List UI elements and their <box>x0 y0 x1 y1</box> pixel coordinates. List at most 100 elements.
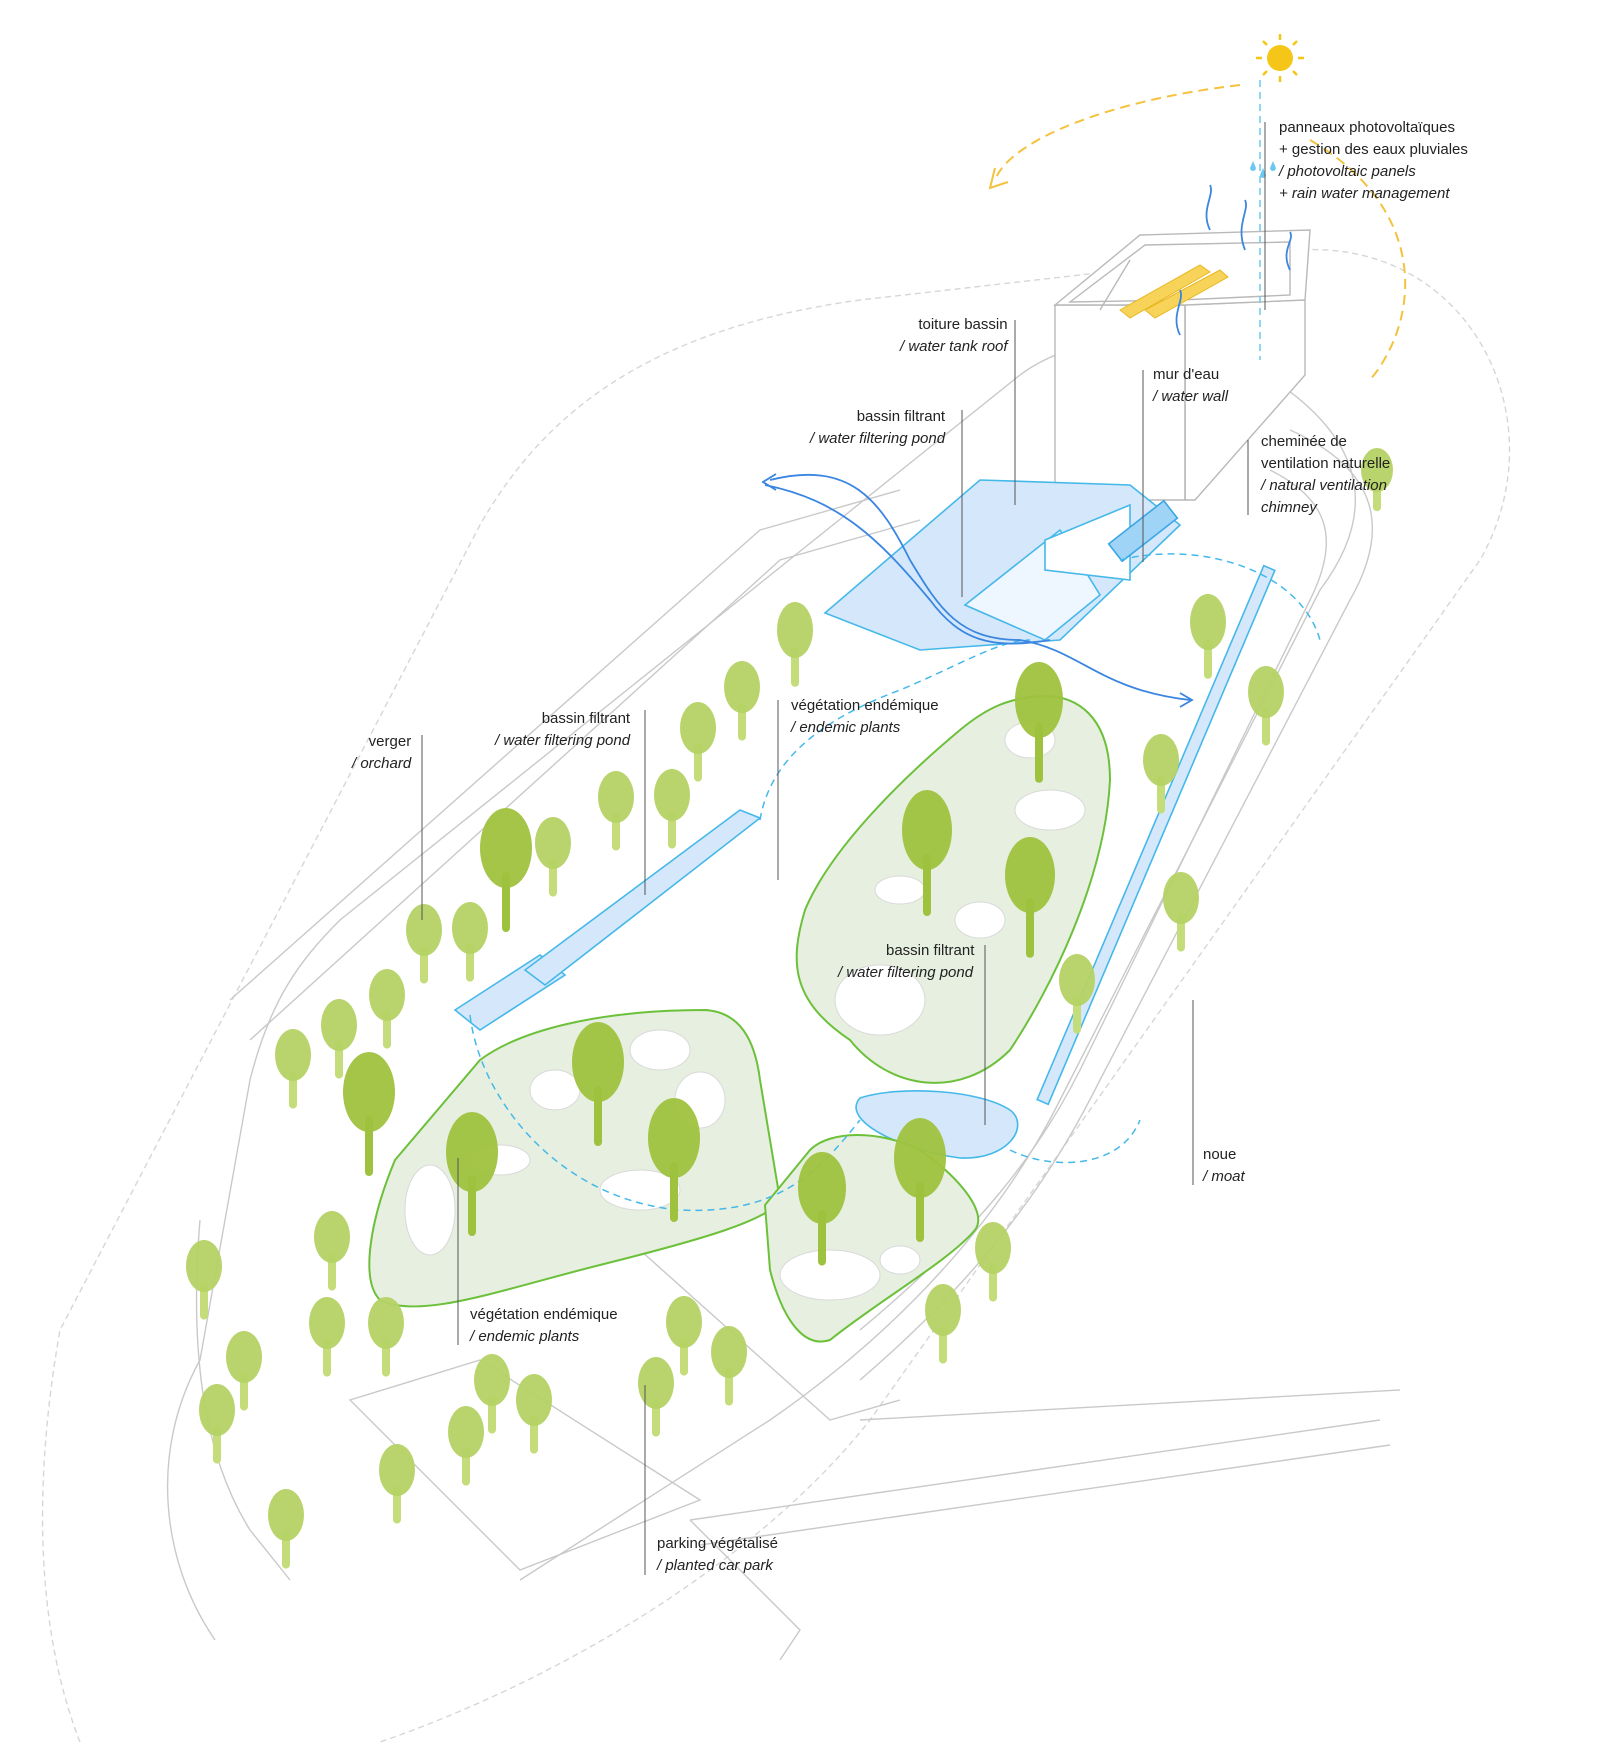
tree-crown <box>598 771 634 823</box>
tree-crown <box>680 702 716 754</box>
tree-icon <box>321 999 357 1079</box>
tree-crown <box>798 1152 846 1224</box>
label-pond-left-fr: bassin filtrant <box>541 710 631 727</box>
photovoltaic-panels <box>1119 264 1229 319</box>
tree-icon <box>598 771 634 851</box>
tree-icon <box>925 1284 961 1364</box>
tree-icon <box>1361 448 1393 512</box>
label-orchard: verger / orchard <box>352 731 411 775</box>
tree-icon <box>1143 734 1179 814</box>
tree-icon <box>275 1029 311 1109</box>
label-chimney-fr1: cheminée de <box>1261 433 1347 450</box>
tree-icon <box>1015 662 1063 783</box>
tree-crown <box>902 790 952 870</box>
tree-crown <box>379 1444 415 1496</box>
tree-crown <box>321 999 357 1051</box>
label-chimney-fr2: ventilation naturelle <box>1261 455 1391 472</box>
tree-crown <box>1059 954 1095 1006</box>
tree-icon <box>1163 872 1199 952</box>
tree-icon <box>1248 666 1284 746</box>
tree-icon <box>369 969 405 1049</box>
tree-crown <box>777 602 813 658</box>
moat <box>1036 564 1276 1106</box>
tree-icon <box>314 1211 350 1291</box>
label-orchard-en: / orchard <box>352 755 412 772</box>
tree-crown <box>1190 594 1226 650</box>
tree-icon <box>798 1152 846 1266</box>
tree-crown <box>186 1240 222 1292</box>
tree-crown <box>368 1297 404 1349</box>
tree-crown <box>452 902 488 954</box>
tree-icon <box>572 1022 624 1146</box>
water-circulation-lines <box>469 80 1321 1212</box>
label-veg-bottom-en: / endemic plants <box>470 1328 580 1345</box>
tree-crown <box>1248 666 1284 718</box>
tree-crown <box>268 1489 304 1541</box>
tree-crown <box>516 1374 552 1426</box>
label-water-filtering-pond-left: bassin filtrant / water filtering pond <box>495 708 630 752</box>
tree-icon <box>975 1222 1011 1302</box>
tree-crown <box>199 1384 235 1436</box>
label-pond-mid-en: / water filtering pond <box>838 964 974 981</box>
tree-crown <box>480 808 532 888</box>
tree-icon <box>666 1296 702 1376</box>
label-moat: noue / moat <box>1203 1144 1245 1188</box>
tree-icon <box>680 702 716 782</box>
tree-icon <box>368 1297 404 1377</box>
label-pond-top-en: / water filtering pond <box>810 430 946 447</box>
tree-icon <box>309 1297 345 1377</box>
label-water-filtering-pond-top: bassin filtrant / water filtering pond <box>810 406 945 450</box>
tree-crown <box>535 817 571 869</box>
label-roof-fr: toiture bassin <box>918 316 1008 333</box>
tree-crown <box>1163 872 1199 924</box>
tree-icon <box>711 1326 747 1406</box>
tree-icon <box>474 1354 510 1434</box>
tree-crown <box>975 1222 1011 1274</box>
tree-crown <box>894 1118 946 1198</box>
label-pond-top-fr: bassin filtrant <box>856 408 946 425</box>
label-wall-fr: mur d'eau <box>1153 366 1220 383</box>
tree-crown <box>925 1284 961 1336</box>
tree-icon <box>648 1098 700 1222</box>
label-veg-top-en: / endemic plants <box>791 719 901 736</box>
tree-crown <box>1361 448 1393 492</box>
label-veg-top-fr: végétation endémique <box>791 697 939 714</box>
tree-icon <box>1190 594 1226 679</box>
tree-icon <box>1005 837 1055 958</box>
label-pv-fr1: panneaux photovoltaïques <box>1279 119 1455 136</box>
tree-icon <box>186 1240 222 1320</box>
tree-icon <box>406 904 442 984</box>
leader-lines <box>421 122 1266 1575</box>
tree-crown <box>369 969 405 1021</box>
label-roof-en: / water tank roof <box>900 338 1008 355</box>
label-orchard-fr: verger <box>368 733 412 750</box>
tree-crown <box>448 1406 484 1458</box>
label-parking-en: / planted car park <box>657 1557 773 1574</box>
building <box>1053 229 1311 501</box>
label-moat-en: / moat <box>1203 1168 1245 1185</box>
tree-crown <box>446 1112 498 1192</box>
tree-crown <box>648 1098 700 1178</box>
tree-crown <box>572 1022 624 1102</box>
sun-path-arc <box>994 84 1407 381</box>
sun-icon <box>1256 34 1304 82</box>
tree-crown <box>1143 734 1179 786</box>
tree-icon <box>902 790 952 916</box>
tree-icon <box>379 1444 415 1524</box>
tree-icon <box>446 1112 498 1236</box>
label-planted-car-park: parking végétalisé / planted car park <box>657 1533 778 1577</box>
label-photovoltaic-panels: panneaux photovoltaïques + gestion des e… <box>1279 117 1468 205</box>
label-ventilation-chimney: cheminée de ventilation naturelle / natu… <box>1261 431 1390 519</box>
tree-icon <box>268 1489 304 1569</box>
tree-icon <box>638 1357 674 1437</box>
tree-icon <box>343 1052 395 1176</box>
tree-crown <box>314 1211 350 1263</box>
label-chimney-en2: chimney <box>1261 499 1317 516</box>
tree-crown <box>275 1029 311 1081</box>
label-water-filtering-pond-mid: bassin filtrant / water filtering pond <box>838 940 974 984</box>
label-water-tank-roof: toiture bassin / water tank roof <box>900 314 1008 358</box>
tree-icon <box>535 817 571 897</box>
tree-icon <box>226 1331 262 1411</box>
tree-crown <box>724 661 760 713</box>
